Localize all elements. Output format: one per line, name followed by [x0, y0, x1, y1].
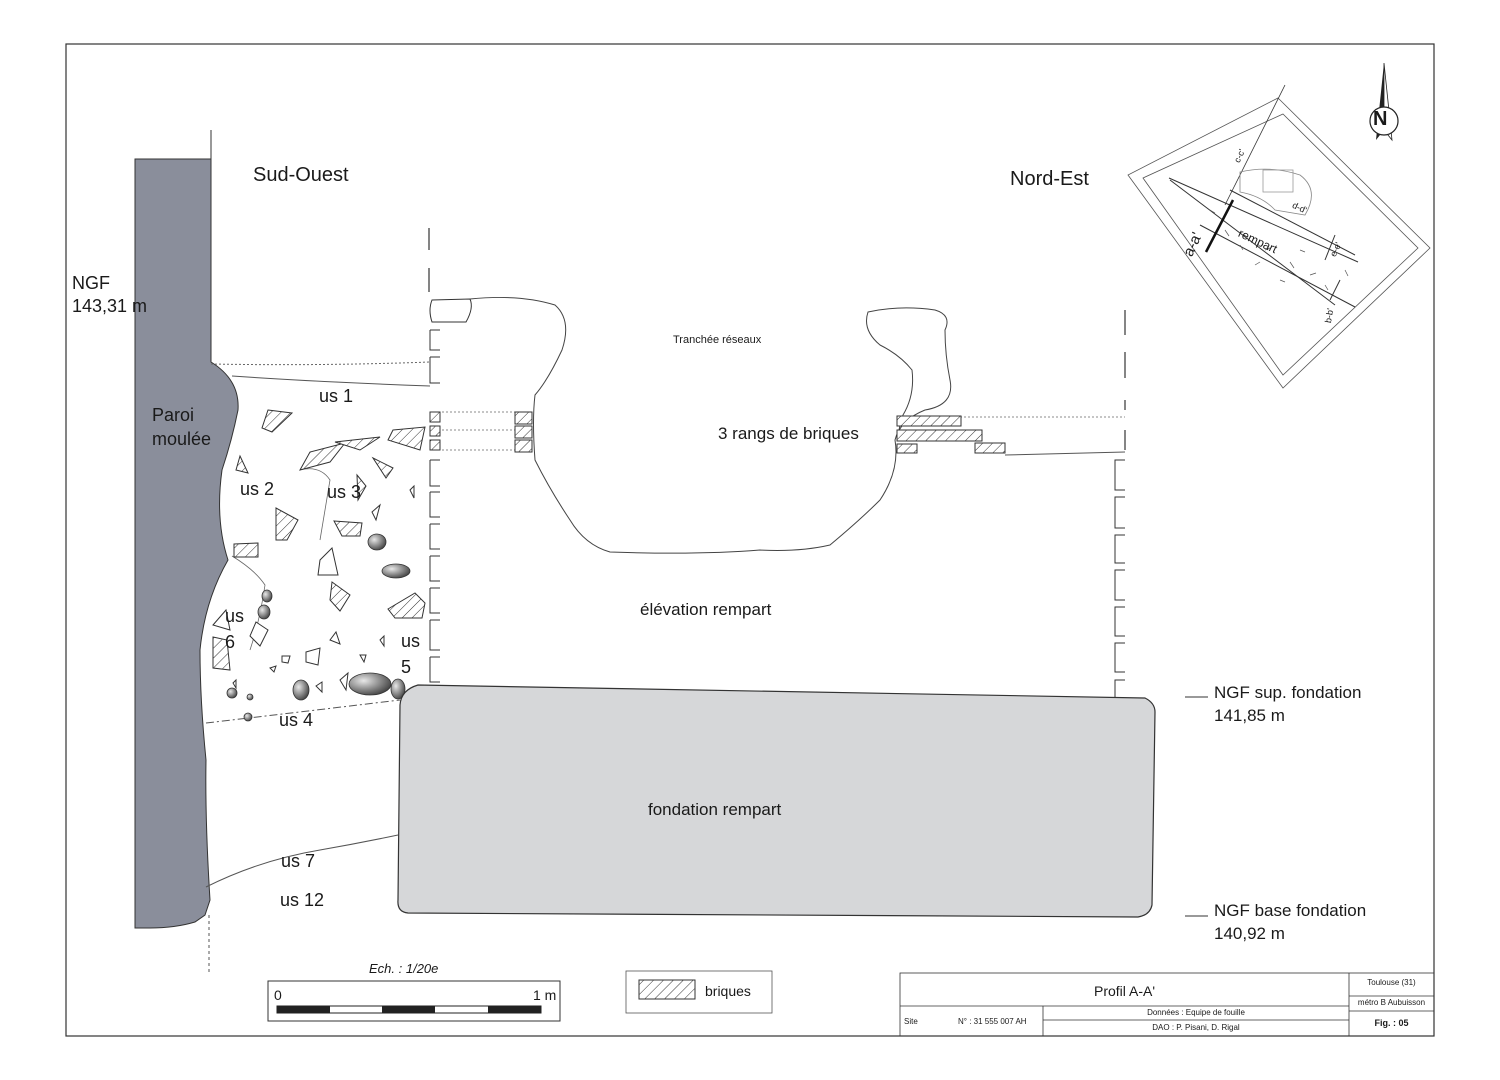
- scale-bar: [276, 1005, 542, 1014]
- legend-bricks-label: briques: [705, 983, 751, 999]
- us4-label: us 4: [279, 710, 314, 730]
- us2-label: us 2: [240, 479, 275, 499]
- ngf-sup-label: NGF sup. fondation: [1214, 683, 1362, 702]
- title-block-project: métro B Aubuisson: [1357, 998, 1426, 1007]
- scale-end: 1 m: [533, 987, 557, 1003]
- title-block-title: Profil A-A': [1093, 983, 1156, 999]
- ngf-top-value: 143,31 m: [72, 296, 148, 316]
- fondation-label: fondation rempart: [648, 800, 782, 819]
- orientation-southwest: Sud-Ouest: [253, 164, 349, 186]
- tranchee-reseaux: [469, 296, 952, 554]
- paroi-label-line1: Paroi: [152, 405, 195, 425]
- north-label: N: [1373, 108, 1388, 130]
- ngf-base-label: NGF base fondation: [1214, 901, 1367, 920]
- legend-bricks-swatch: [638, 979, 696, 1000]
- title-block-site-label: Site: [904, 1017, 918, 1026]
- title-block-location: Toulouse (31): [1367, 978, 1416, 987]
- pebbles: [226, 533, 411, 722]
- stones-outline: [212, 484, 415, 694]
- title-block-figure: Fig. : 05: [1374, 1018, 1409, 1028]
- scale-caption: Ech. : 1/20e: [369, 961, 439, 976]
- rempart-right-edge: [1114, 459, 1125, 699]
- us6-label-line1: us: [225, 606, 245, 626]
- ngf-sup-value: 141,85 m: [1214, 706, 1285, 725]
- paroi-moulee: [134, 158, 239, 929]
- title-block-site-number: N° : 31 555 007 AH: [958, 1017, 1027, 1026]
- us5-label-line2: 5: [401, 657, 412, 677]
- page-frame: [65, 43, 1435, 1037]
- us7-label: us 7: [281, 851, 316, 871]
- us6-label-line2: 6: [225, 632, 236, 652]
- tranchee-label: Tranchée réseaux: [673, 334, 762, 346]
- fondation-rempart: [397, 684, 1156, 918]
- us5-label-line1: us: [401, 631, 421, 651]
- us12-label: us 12: [280, 890, 325, 910]
- bricks-hatched: [212, 409, 1006, 671]
- rempart-left-edge: [429, 298, 472, 683]
- ngf-base-value: 140,92 m: [1214, 924, 1285, 943]
- title-block-dao-credit: DAO : P. Pisani, D. Rigal: [1152, 1023, 1240, 1032]
- elevation-label: élévation rempart: [640, 600, 772, 619]
- ngf-top-label: NGF: [72, 273, 110, 293]
- scale-start: 0: [274, 987, 282, 1003]
- north-arrow-icon: [1369, 62, 1399, 142]
- us3-label: us 3: [327, 482, 362, 502]
- scale-box: [267, 980, 561, 1022]
- title-block-data-credit: Données : Equipe de fouille: [1147, 1008, 1245, 1017]
- legend-box: [625, 970, 773, 1014]
- orientation-northeast: Nord-Est: [1010, 168, 1089, 190]
- inset-plan-map: [1127, 84, 1431, 389]
- title-block: [899, 972, 1435, 1037]
- paroi-label-line2: moulée: [152, 429, 212, 449]
- us1-label: us 1: [319, 386, 354, 406]
- briques-rows-label: 3 rangs de briques: [718, 424, 859, 443]
